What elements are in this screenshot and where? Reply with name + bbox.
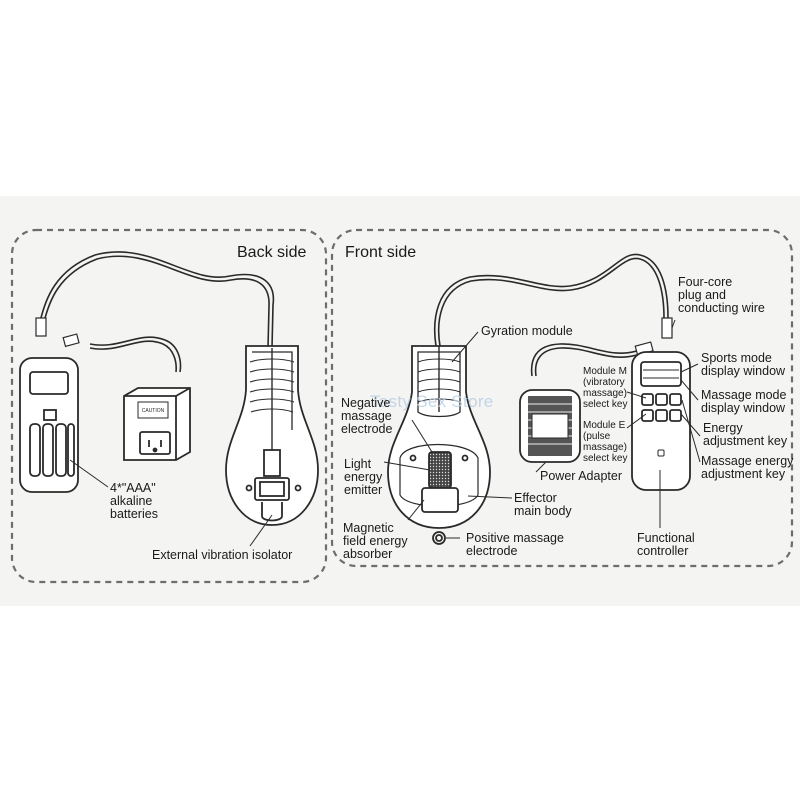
front-side-title: Front side [345,244,417,261]
front-side-panel [330,228,794,568]
negative-electrode-label: Negative massage electrode [341,396,393,436]
four-core-label: Four-core plug and conducting wire [678,275,765,315]
massage-energy-label: Massage energy adjustment key [701,454,794,481]
magnetic-absorber-label: Magnetic field energy absorber [343,521,408,561]
leader-lines [383,319,701,539]
front-egg-device [387,345,491,545]
front-cable [433,253,669,377]
back-power-adapter [123,387,191,461]
isolator-label: External vibration isolator [152,548,293,562]
module-m-label: Module M (vibratory massage) select key [583,366,628,410]
back-cable [39,251,275,373]
front-plug [661,317,673,339]
positive-electrode-label: Positive massage electrode [466,531,564,558]
battery-controller [19,357,109,493]
light-emitter-label: Light energy emitter [344,457,383,497]
functional-controller-label: Functional controller [637,531,695,558]
watermark: Tasty Sex Store [370,392,494,411]
front-power-adapter [519,389,581,463]
adapter-caution-text: CAUTION [142,408,165,414]
batteries-label: 4*"AAA" alkaline batteries [110,481,158,521]
gyration-module-label: Gyration module [481,324,573,338]
energy-adjustment-label: Energy adjustment key [703,421,788,448]
isolator-leader [249,514,273,547]
functional-controller [631,351,691,491]
power-adapter-label: Power Adapter [540,469,622,483]
back-egg-device [225,345,319,526]
back-plug-2 [62,333,80,348]
back-side-title: Back side [237,244,307,261]
effector-label: Effector main body [514,491,572,518]
back-side-panel [10,228,328,584]
sports-mode-label: Sports mode display window [701,351,786,378]
massage-mode-label: Massage mode display window [701,388,787,415]
back-plug [35,317,47,337]
module-e-label: Module E (pulse massage) select key [583,420,628,464]
